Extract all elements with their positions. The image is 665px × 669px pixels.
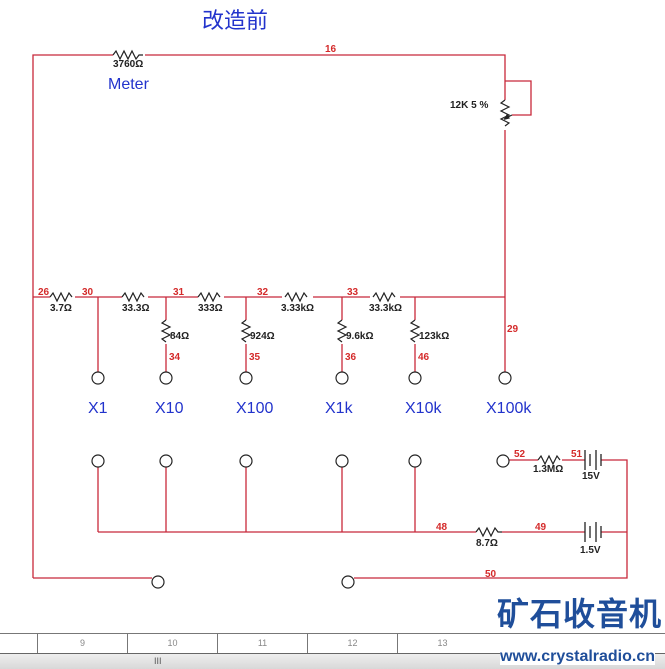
meter-label: Meter: [108, 76, 150, 93]
node-35: 35: [249, 352, 261, 363]
batteries: [584, 450, 602, 542]
meter-resistor-label: 3760Ω: [113, 59, 143, 70]
pot-label: 12K 5 %: [450, 100, 488, 111]
scrollbar-thumb[interactable]: III: [154, 656, 162, 666]
watermark-url: www.crystalradio.cn: [500, 648, 656, 665]
node-51: 51: [571, 449, 583, 460]
ruler-tick: 13: [397, 634, 487, 653]
ruler-tick: 11: [217, 634, 307, 653]
page-title: 改造前: [202, 8, 268, 33]
ruler-tick: 9: [37, 634, 127, 653]
range-label: X10k: [405, 400, 442, 417]
resistor-label: 84Ω: [170, 331, 189, 342]
terminals[interactable]: [91, 371, 512, 589]
node-16: 16: [325, 44, 337, 55]
resistor-label: 8.7Ω: [476, 538, 498, 549]
range-label: X100k: [486, 400, 532, 417]
range-label: X1k: [325, 400, 354, 417]
node-33: 33: [347, 287, 359, 298]
node-52: 52: [514, 449, 526, 460]
node-29: 29: [507, 324, 519, 335]
range-label: X1: [88, 400, 108, 417]
wires: [32, 54, 628, 579]
node-31: 31: [173, 287, 185, 298]
range-label: X10: [155, 400, 184, 417]
node-26: 26: [38, 287, 50, 298]
range-label: X100: [236, 400, 273, 417]
node-46: 46: [418, 352, 430, 363]
resistor-label: 333Ω: [198, 303, 223, 314]
ruler-tick: 10: [127, 634, 217, 653]
ruler-tick: 12: [307, 634, 397, 653]
resistor-label: 123kΩ: [419, 331, 449, 342]
schematic: 改造前 3760Ω Meter 12K 5 % 16 26 30 31 32 3…: [32, 8, 628, 589]
node-34: 34: [169, 352, 181, 363]
node-49: 49: [535, 522, 547, 533]
node-30: 30: [82, 287, 94, 298]
resistor-label: 33.3kΩ: [369, 303, 402, 314]
resistor-label: 9.6kΩ: [346, 331, 373, 342]
horizontal-scrollbar[interactable]: III: [0, 654, 665, 669]
node-32: 32: [257, 287, 269, 298]
node-36: 36: [345, 352, 357, 363]
node-48: 48: [436, 522, 448, 533]
resistors: [49, 49, 561, 538]
watermark-logo: 矿石收音机: [497, 596, 663, 632]
node-50: 50: [485, 569, 497, 580]
resistor-label: 924Ω: [250, 331, 275, 342]
resistor-label: 1.3MΩ: [533, 464, 563, 475]
resistor-label: 3.33kΩ: [281, 303, 314, 314]
battery-label: 1.5V: [580, 545, 601, 556]
resistor-label: 3.7Ω: [50, 303, 72, 314]
resistor-label: 33.3Ω: [122, 303, 149, 314]
battery-label: 15V: [582, 471, 600, 482]
